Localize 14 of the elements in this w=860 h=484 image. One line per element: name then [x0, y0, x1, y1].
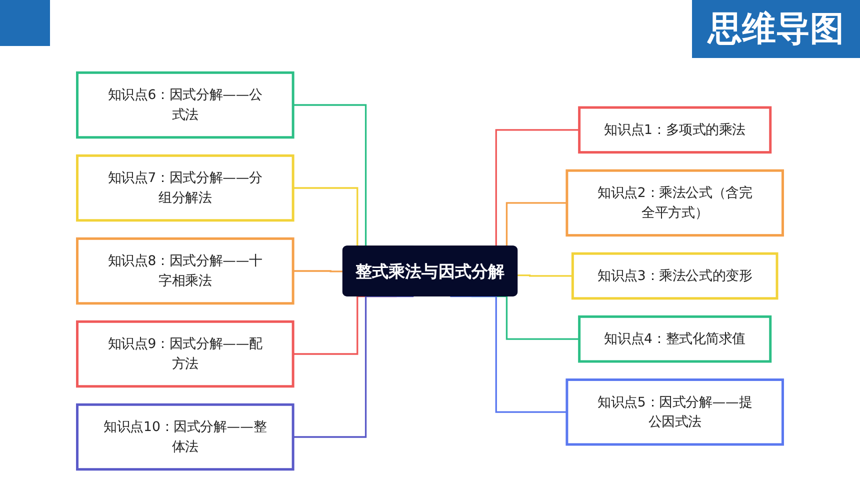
node-box: 知识点6：因式分解——公式法	[76, 71, 294, 139]
node-box: 知识点7：因式分解——分组分解法	[76, 154, 294, 222]
connector	[293, 270, 344, 272]
node-box: 知识点5：因式分解——提公因式法	[566, 378, 784, 446]
connector	[518, 274, 573, 277]
node-box: 知识点4：整式化简求值	[578, 315, 772, 363]
connector	[450, 295, 567, 413]
node-box: 知识点9：因式分解——配方法	[76, 320, 294, 388]
node-box: 知识点8：因式分解——十字相乘法	[76, 237, 294, 305]
node-box: 知识点2：乘法公式（含完全平方式）	[566, 169, 784, 237]
node-box: 知识点3：乘法公式的变形	[571, 252, 778, 300]
node-box: 知识点10：因式分解——整体法	[76, 403, 294, 471]
title: 思维导图	[692, 0, 860, 58]
node-box: 知识点1：多项式的乘法	[578, 106, 772, 154]
